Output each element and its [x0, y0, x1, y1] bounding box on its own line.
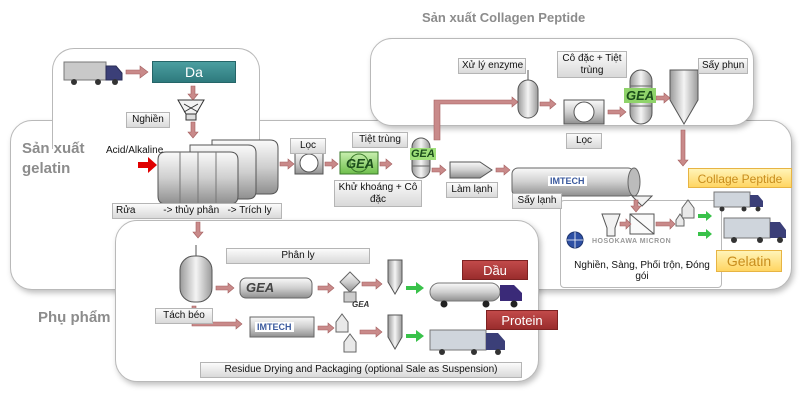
degreasing-label: Tách béo — [155, 308, 213, 324]
truck-icon-raw — [63, 61, 123, 85]
collagen-product-tag: Collage Peptide — [688, 168, 792, 188]
gea-logo-sterilizer: GEA — [410, 148, 436, 160]
hosokawa-logo: HOSOKAWA MICRON — [592, 238, 672, 245]
filter-main-label: Lọc — [290, 138, 326, 154]
enzyme-label: Xử lý enzyme — [458, 58, 526, 74]
separation-label: Phân ly — [226, 248, 370, 264]
demineral-concentrate-label: Khử khoáng + Cô đặc — [334, 180, 422, 207]
oil-silo-icon — [387, 259, 403, 295]
enzyme-reactor-icon — [517, 70, 539, 119]
degreasing-tank-icon — [179, 245, 213, 303]
cooling-unit-icon — [449, 161, 493, 179]
spray-drying-label: Sấy phụn — [698, 58, 748, 74]
residue-label: Residue Drying and Packaging (optional S… — [200, 362, 522, 378]
imtech-logo-residue: IMTECH — [255, 322, 294, 332]
imtech-logo-dryer: IMTECH — [548, 176, 587, 186]
filter-icon-main — [294, 151, 324, 175]
globe-icon — [566, 231, 584, 249]
cooling-label: Làm lạnh — [446, 182, 498, 198]
gea-logo-separator: GEA — [352, 300, 370, 309]
gelatin-heading-line1: Sản xuất — [22, 140, 85, 157]
sieve-icon — [629, 213, 655, 235]
cold-drying-label: Sấy lạnh — [512, 193, 562, 209]
byproduct-heading: Phụ phẩm — [38, 309, 111, 326]
truck-icon-gelatin — [723, 217, 786, 243]
acid-alkaline-label: Acid/Alkaline — [106, 145, 164, 156]
filter-icon-collagen — [563, 99, 605, 125]
demineral-unit-icon — [339, 151, 379, 175]
spray-dryer-icon — [669, 69, 699, 125]
concentrate-sterilize-label: Cô đặc + Tiệt trùng — [557, 51, 627, 78]
tanker-truck-icon — [429, 282, 522, 308]
gea-logo-collagen: GEA — [624, 88, 657, 103]
hydrolysis-drums-icon — [157, 139, 279, 205]
gelatin-product-tag: Gelatin — [716, 250, 782, 272]
sterilization-label: Tiệt trùng — [352, 132, 408, 148]
gea-logo-demineral: GEA — [346, 156, 375, 171]
bottle-cluster-icon — [335, 313, 357, 353]
grinder-icon — [177, 99, 205, 121]
gelatin-heading-line2: gelatin — [22, 160, 71, 177]
raw-material-tag: Da — [152, 61, 236, 83]
filter-collagen-label: Lọc — [566, 133, 602, 149]
oil-product-tag: Dầu — [462, 260, 528, 280]
gea-logo-decanter: GEA — [246, 280, 275, 295]
grind-sieve-pack-label: Nghiền, Sàng, Phối trộn, Đóng gói — [574, 260, 710, 282]
wash-hydrolysis-extract-label: Rửa -> thủy phân -> Trích ly — [112, 203, 282, 219]
decanter-icon — [239, 277, 313, 299]
truck-icon-protein — [429, 329, 505, 355]
residue-silo-icon — [387, 314, 403, 350]
bottles-icon — [675, 199, 695, 227]
separator-icon — [339, 271, 361, 303]
grinding-label: Nghiền — [126, 112, 170, 128]
hopper-icon — [601, 213, 621, 237]
acid-input-arrow — [138, 157, 157, 173]
green-arrows — [406, 211, 712, 342]
truck-icon-collagen — [713, 191, 763, 212]
collagen-heading: Sản xuất Collagen Peptide — [422, 10, 586, 25]
protein-product-tag: Protein — [486, 310, 558, 330]
